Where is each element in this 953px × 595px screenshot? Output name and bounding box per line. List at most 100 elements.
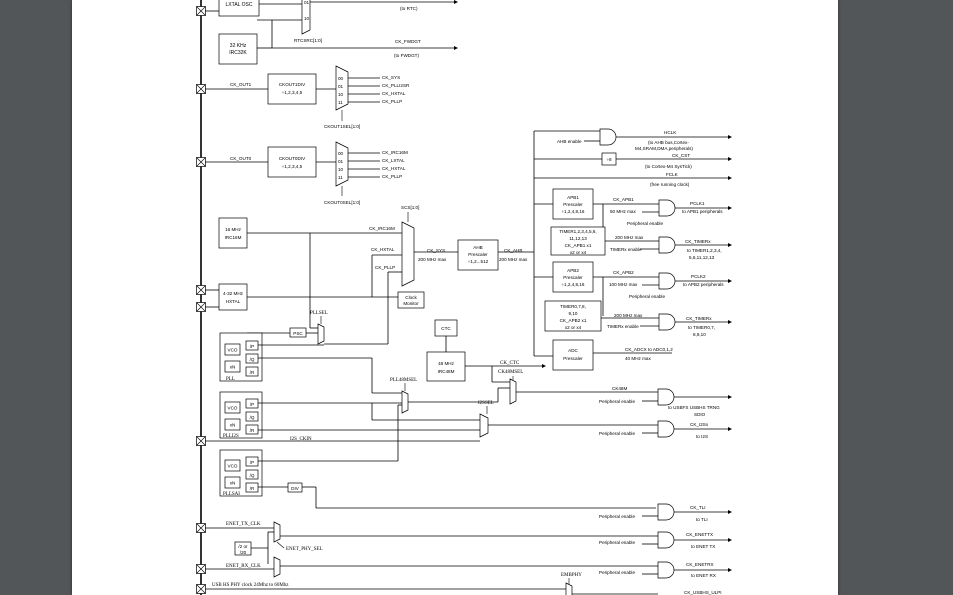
blocks-apb2-prescaler-0-text: APB2 <box>567 268 579 273</box>
enet-tx-mux <box>273 521 281 543</box>
tli-gate <box>657 503 675 521</box>
blocks-pllsai-label-text: PLLSAI <box>223 492 240 497</box>
irc48m-block: 48 MHz IRC48M <box>426 351 466 382</box>
timer-apb2-block: TIMER0,7,8, 9,10 CK_APB2 x1 x2 or x4 <box>544 300 602 332</box>
blocks-ahb-prescaler-0-text: AHB <box>473 245 482 250</box>
signals-to-enet-rx-text: to ENET RX <box>691 573 716 578</box>
blocks-pll-r-text: /R <box>250 486 255 491</box>
signals-to-tli-text: to TLI <box>696 517 708 522</box>
signals-enet-rx-clk-text: ENET_RX_CLK <box>226 564 261 569</box>
signals-peripheral-enable-text: Peripheral enable <box>599 540 635 545</box>
signals-ck-out1-text: CK_OUT1 <box>230 82 252 87</box>
irc32k-block: 32 KHz IRC32K <box>218 33 258 65</box>
blocks-hxtal-0-text: 4-32 MHz <box>223 291 244 296</box>
pllsai-block: VCO xN /P /Q /R PLLSAI <box>219 449 263 497</box>
signals-ck-timerx-text: CK_TIMERx <box>686 316 712 321</box>
signals-ckout1-inputs-0-text: CK_SYS <box>382 75 400 80</box>
document-page[interactable]: LXTAL OSC 32 KHz IRC32K 01 10 RTCSRC[1:0… <box>72 0 838 595</box>
blocks-irc48m-1-text: IRC48M <box>438 369 455 374</box>
blocks-apb1-prescaler-2-text: ÷1,2,4,8,16 <box>562 209 585 214</box>
signals-ckout1sel-text: CKOUT1SEL[1:0] <box>324 124 360 129</box>
sys-clock-mux <box>401 221 415 287</box>
signals-ckout0-inputs-3-text: CK_PLLP <box>382 174 402 179</box>
signals-i2s-ckin-text: I2S_CKIN <box>290 437 312 442</box>
signals-embphy-text: EMBPHY <box>561 573 582 578</box>
blocks-lxtal-osc-text: LXTAL OSC <box>226 2 253 8</box>
ckout0div-block: CKOUT0DIV ÷1,2,3,4,5 <box>267 146 317 178</box>
signals-to-i2s-text: to I2S <box>696 434 708 439</box>
blocks-pll-p-text: /P <box>250 402 254 407</box>
apb2-prescaler-block: APB2 Prescaler ÷1,2,4,8,16 <box>552 261 594 293</box>
signals-ckout0-inputs-1-text: CK_LXTAL <box>382 158 405 163</box>
signals-pclk2-dest-text: to APB2 peripherals <box>683 282 724 287</box>
pclk2-gate <box>658 272 676 290</box>
signals-ck-ctc-text: CK_CTC <box>500 361 520 366</box>
ckout0-mux: 00 01 10 11 <box>335 141 349 187</box>
blocks-timer-apb2-2-text: CK_APB2 x1 <box>560 318 587 323</box>
ctc-block: CTC <box>434 319 458 337</box>
blocks-pll-p-text: /P <box>250 344 254 349</box>
blocks-ckout1div-0-text: CKOUT1DIV <box>279 82 306 87</box>
blocks-pll-r-text: /R <box>250 428 255 433</box>
blocks-plli2s-label-text: PLLI2S <box>223 434 239 439</box>
lxtal-osc-block: LXTAL OSC <box>218 0 260 17</box>
rtc-mux-inputs-0-text: 01 <box>304 0 310 5</box>
blocks-pll-xn-text: xN <box>230 365 236 370</box>
plli2s-block: VCO xN /P /Q /R PLLI2S <box>219 391 263 439</box>
signals-pll48msel-text: PLL48MSEL <box>390 378 417 383</box>
blocks-irc16m-0-text: 16 MHz <box>225 227 242 232</box>
i2ssel-mux <box>479 413 489 438</box>
signals-ck-timerx-text: CK_TIMERx <box>685 239 711 244</box>
blocks-pll-vco-text: VCO <box>228 406 238 411</box>
signals-ckout0-inputs-0-text: CK_IRC16M <box>382 150 408 155</box>
blocks-pll-vco-text: VCO <box>228 348 238 353</box>
blocks-hxtal-1-text: HXTAL <box>226 299 241 304</box>
signals-to-enet-tx-text: to ENET TX <box>691 544 715 549</box>
blocks-ckout1div-1-text: ÷1,2,3,4,5 <box>282 90 303 95</box>
signals-ck-apb1-text: CK_APB1 <box>613 197 634 202</box>
signals-peripheral-enable-text: Peripheral enable <box>629 294 665 299</box>
enet-rx-mux <box>273 556 281 578</box>
psc-block: PSC <box>289 327 307 338</box>
blocks-apb1-prescaler-0-text: APB1 <box>567 195 579 200</box>
signals-ck-usbhs-ulpi-text: CK_USBHS_ULPI <box>684 590 722 595</box>
rtc-mux: 01 10 <box>301 0 311 35</box>
signals-scs-text: SCS[1:0] <box>401 205 419 210</box>
signals-pclk2-text: PCLK2 <box>691 274 706 279</box>
blocks-ckout0div-1-text: ÷1,2,3,4,5 <box>282 164 303 169</box>
signals-timerx-apb1-dest-0-text: to TIMER1,2,3,4, <box>687 248 722 253</box>
signals-ahb-enable-text: AHB enable <box>557 139 582 144</box>
blocks-ahb-prescaler-1-text: Prescaler <box>468 252 488 257</box>
signals-peripheral-enable-text: Peripheral enable <box>599 399 635 404</box>
signals-ck-cst-dest-text: (to Cortex-M4 SysTick) <box>645 164 692 169</box>
i2s-gate <box>657 420 675 438</box>
apb1-prescaler-block: APB1 Prescaler ÷1,2,4,8,16 <box>552 188 594 220</box>
blocks-irc16m-1-text: IRC16M <box>225 235 242 240</box>
signals-rtc-out-text: (to RTC) <box>400 6 418 11</box>
signals-ck-enetrx-text: CK_ENETRX <box>686 562 714 567</box>
blocks-clock-monitor-0-text: Clock <box>405 295 417 300</box>
blocks-ahb-prescaler-2-text: ÷1,2...512 <box>468 259 489 264</box>
signals-usb-hs-phy-text: USB HS PHY clock 24Mhz to 60Mhz <box>212 583 289 588</box>
timer-apb1-gate <box>658 236 676 254</box>
signals-ck-cst-text: CK_CST <box>672 153 690 158</box>
blocks-pll-vco-text: VCO <box>228 464 238 469</box>
blocks-irc32k-1-text: IRC32K <box>229 50 247 56</box>
mux-inputs-2-text: 10 <box>338 167 344 172</box>
blocks-pll-p-text: /P <box>250 460 254 465</box>
ck48m-gate <box>657 388 675 406</box>
signals-peripheral-enable-text: Peripheral enable <box>627 221 663 226</box>
rtc-mux-inputs-1-text: 10 <box>304 16 310 21</box>
blocks-pll-q-text: /Q <box>250 473 255 478</box>
signals-timer2-max-text: 200 MHz max <box>614 313 643 318</box>
blocks-adc-prescaler-0-text: ADC <box>568 348 578 353</box>
blocks-pll-q-text: /Q <box>250 415 255 420</box>
ckout1-mux: 00 01 10 11 <box>335 65 349 111</box>
signals-fclk-text: FCLK <box>666 172 679 177</box>
signals-ck48m-dest-0-text: to USBFS USBHS TRNG <box>668 405 720 410</box>
blocks-apb2-prescaler-2-text: ÷1,2,4,8,16 <box>562 282 585 287</box>
signals-ck-pllp-text: CK_PLLP <box>375 265 395 270</box>
signals-ckout1-inputs-1-text: CK_PLLI2SR <box>382 83 410 88</box>
enet-tx-gate <box>657 531 675 549</box>
signals-ck48m-dest-1-text: SDIO <box>694 412 706 417</box>
